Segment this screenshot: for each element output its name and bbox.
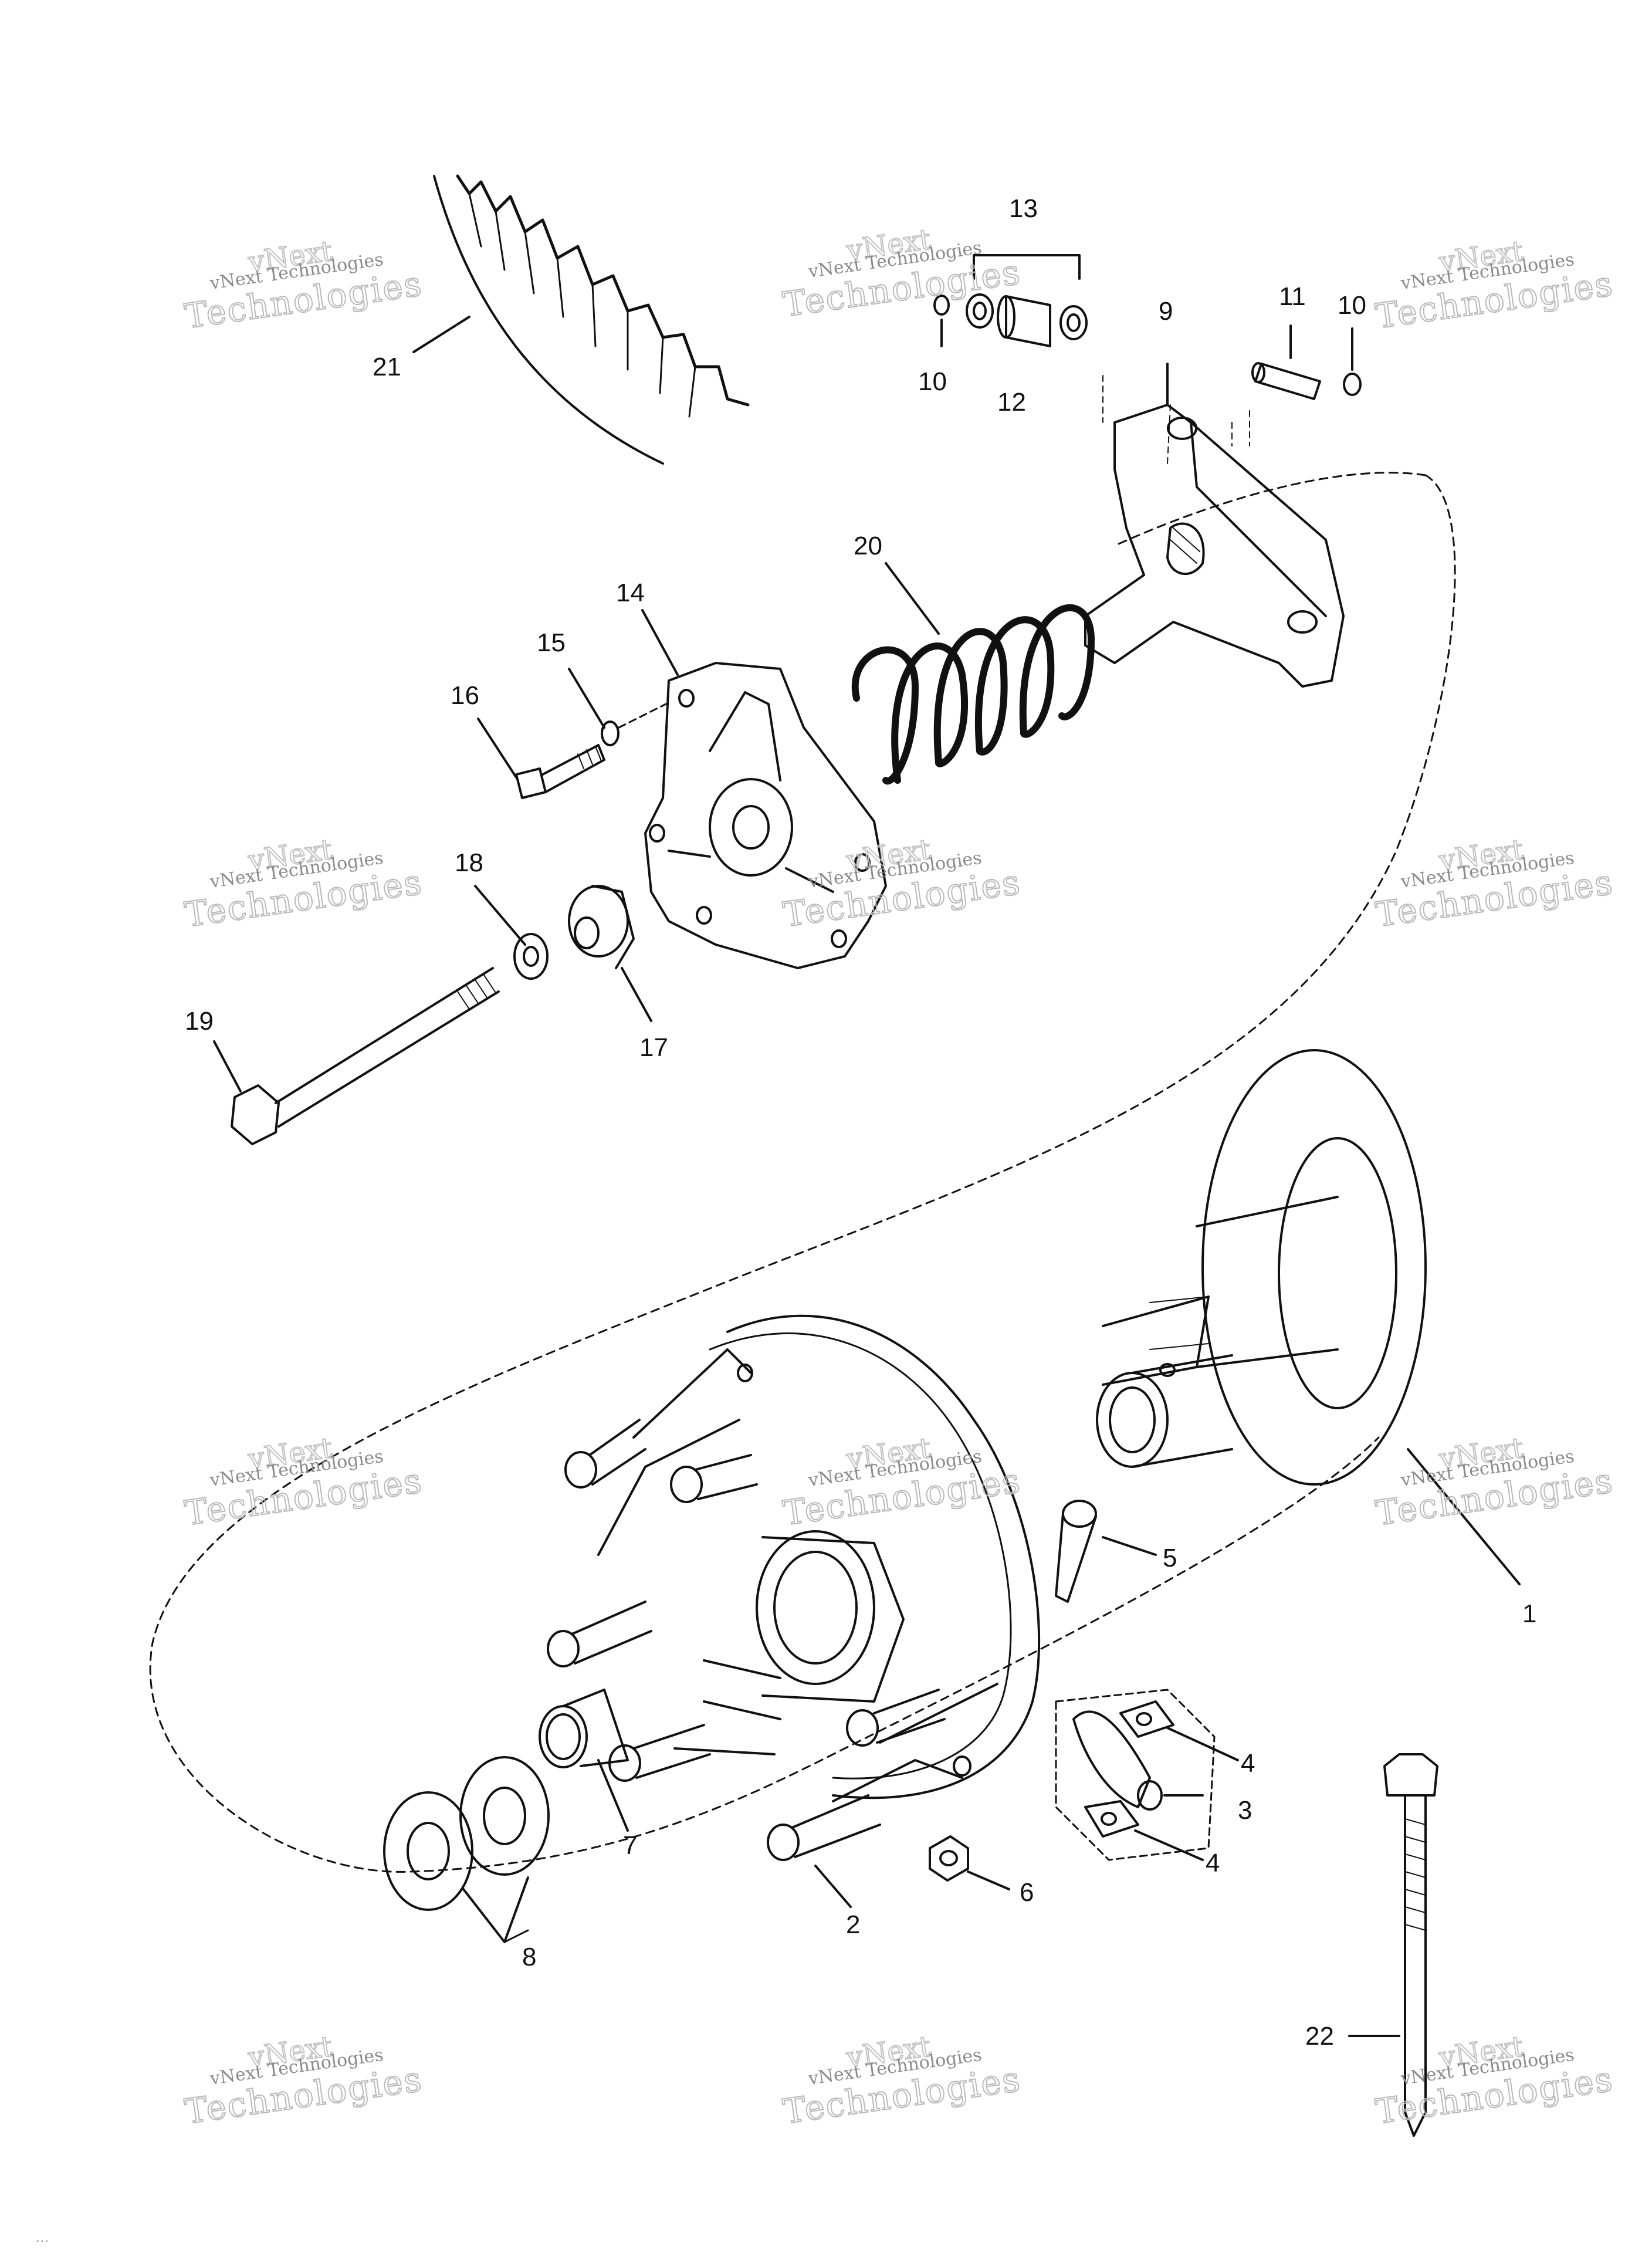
leader-19	[213, 1040, 242, 1092]
shim-washers-part	[383, 1756, 550, 1943]
callout-7: 7	[623, 1831, 637, 1860]
flanged-bushing-part	[568, 885, 635, 969]
bushing-set-part	[966, 254, 1088, 347]
callout-labels: 1 2 3 4 4 5 6 7 8 9 10 10 11 12 13 14 15…	[185, 194, 1536, 2051]
callout-12: 12	[997, 388, 1026, 417]
callout-9: 9	[1159, 297, 1173, 326]
callout-10-right: 10	[1338, 291, 1366, 320]
callout-4-lower: 4	[1206, 1849, 1220, 1877]
dashed-outline-top	[1113, 472, 1427, 547]
nut-part	[929, 1835, 1010, 1890]
leader-16	[477, 718, 517, 779]
washer-small-right-part	[1343, 327, 1362, 396]
callout-22: 22	[1305, 2022, 1334, 2051]
callout-10-left: 10	[918, 367, 947, 396]
washer-part	[513, 933, 549, 980]
leader-17	[621, 967, 652, 1022]
roller-washer-upper-part	[1119, 1700, 1239, 1761]
washer-small-left-part	[933, 295, 950, 347]
roller-arm-part	[1055, 1689, 1216, 1861]
roller-washer-lower-part	[1084, 1800, 1204, 1861]
cover-plate-part	[644, 662, 887, 969]
long-bolt-part	[231, 967, 500, 1145]
cam-bracket-part	[1084, 363, 1345, 688]
leader-14	[641, 609, 679, 676]
cap-screw-part	[1055, 1500, 1157, 1603]
leader-21	[412, 316, 470, 353]
callout-17: 17	[639, 1033, 668, 1062]
callout-15: 15	[537, 628, 566, 657]
callout-11: 11	[1279, 282, 1306, 311]
upright-bolt-part	[1348, 1753, 1438, 2137]
callout-4-upper: 4	[1241, 1749, 1255, 1778]
callout-5: 5	[1163, 1544, 1177, 1572]
callout-21: 21	[373, 353, 401, 381]
callout-8: 8	[522, 1943, 536, 1971]
sleeve-part	[539, 1689, 629, 1832]
assembly-dashed-outline	[149, 474, 1456, 1873]
drive-belt-part	[433, 174, 750, 465]
callout-1: 1	[1522, 1599, 1536, 1628]
watermark-group: vNext vNext Technologies Technologies vN…	[182, 222, 1616, 2132]
callout-20: 20	[854, 532, 882, 560]
screw-part	[515, 744, 605, 799]
spring-part	[851, 604, 1095, 785]
callout-13: 13	[1009, 194, 1038, 223]
callout-3: 3	[1238, 1796, 1252, 1825]
leader-20	[885, 562, 940, 635]
callout-2: 2	[846, 1910, 860, 1939]
callout-16: 16	[451, 681, 479, 710]
callout-14: 14	[616, 579, 645, 607]
fixed-sheave-part	[1096, 1049, 1521, 1585]
footer-code: …	[35, 2230, 49, 2245]
lock-washer-part	[601, 703, 667, 746]
callout-6: 6	[1020, 1878, 1034, 1907]
pin-part	[1251, 324, 1321, 400]
callout-19: 19	[185, 1007, 214, 1036]
callout-18: 18	[455, 848, 483, 877]
leader-18	[474, 885, 526, 946]
leader-15	[568, 668, 605, 729]
movable-sheave-part	[547, 1314, 1041, 1908]
